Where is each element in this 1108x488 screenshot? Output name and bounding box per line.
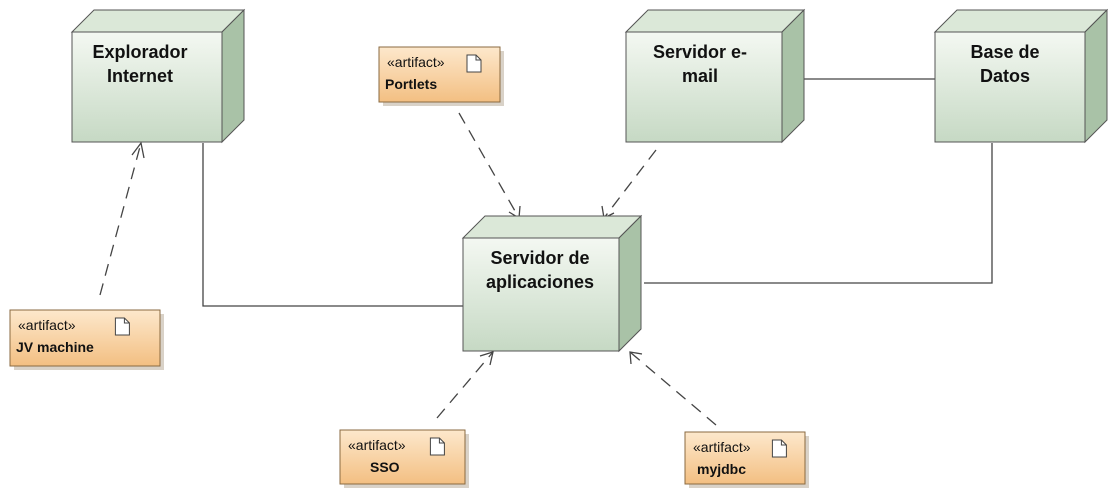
node-label-line: aplicaciones	[486, 272, 594, 292]
artifact-name: myjdbc	[697, 461, 746, 477]
node-front-face	[934, 31, 1086, 143]
node-top-face	[70, 9, 246, 33]
dep-jvmachine-arrow	[131, 141, 145, 159]
node-top-face	[461, 215, 643, 239]
node-top-face	[624, 9, 806, 33]
artifact-myjdbc[interactable]: «artifact» myjdbc	[684, 431, 809, 488]
node-label: Servidor e-mail	[653, 42, 747, 86]
dep-sso-servidor-apps	[436, 351, 494, 419]
node-label-line: Datos	[980, 66, 1030, 86]
node-label-line: Explorador	[92, 42, 187, 62]
node-side-face	[781, 8, 805, 144]
dep-portlets-servidor-apps	[458, 112, 520, 219]
artifact-portlets[interactable]: «artifact» Portlets	[378, 46, 504, 106]
node-top-face	[933, 9, 1108, 33]
artifact-stereotype: «artifact»	[693, 439, 751, 455]
document-icon	[771, 439, 787, 458]
node-label-line: Base de	[970, 42, 1039, 62]
artifact-stereotype: «artifact»	[18, 317, 76, 333]
document-icon	[466, 54, 482, 73]
artifact-sso[interactable]: «artifact» SSO	[339, 429, 469, 488]
node-label-line: mail	[682, 66, 718, 86]
artifact-jv-machine[interactable]: «artifact» JV machine	[9, 309, 164, 370]
artifact-stereotype: «artifact»	[387, 54, 445, 70]
artifact-name: SSO	[370, 459, 400, 475]
node-label: Servidor de aplicaciones	[486, 248, 594, 292]
dep-myjdbc-servidor-apps	[629, 351, 717, 426]
node-label-line: Internet	[107, 66, 173, 86]
node-label-line: Servidor de	[490, 248, 589, 268]
node-servidor-apps[interactable]: Servidor de aplicaciones	[461, 214, 643, 353]
node-side-face	[1084, 8, 1108, 144]
dep-myjdbc-arrow	[629, 351, 643, 365]
node-front-face	[462, 237, 620, 352]
artifacts: «artifact»Portlets«artifact»JV machine«a…	[9, 46, 809, 488]
node-label-line: Servidor e-	[653, 42, 747, 62]
node-side-face	[618, 214, 642, 353]
document-icon	[114, 317, 130, 336]
link-explorador-servidor-apps	[202, 143, 463, 307]
artifact-box	[9, 309, 161, 367]
associations	[202, 78, 993, 307]
artifact-name: JV machine	[16, 339, 94, 355]
artifact-box	[378, 46, 501, 103]
link-basedatos-servidor-apps	[644, 143, 993, 284]
node-side-face	[221, 8, 245, 144]
node-front-face	[625, 31, 783, 143]
artifact-stereotype: «artifact»	[348, 437, 406, 453]
dependencies	[99, 112, 717, 426]
dep-jvmachine-explorador	[99, 142, 142, 296]
node-front-face	[71, 31, 223, 143]
artifact-name: Portlets	[385, 76, 437, 92]
node-servidor-email[interactable]: Servidor e-mail	[624, 8, 806, 144]
dep-sso-arrow	[479, 351, 494, 366]
node-base-datos[interactable]: Base de Datos	[933, 8, 1108, 144]
document-icon	[429, 437, 445, 456]
artifact-box	[339, 429, 466, 485]
node-label: Base de Datos	[970, 42, 1039, 86]
artifact-box	[684, 431, 806, 485]
dep-email-servidor-apps	[603, 149, 657, 219]
